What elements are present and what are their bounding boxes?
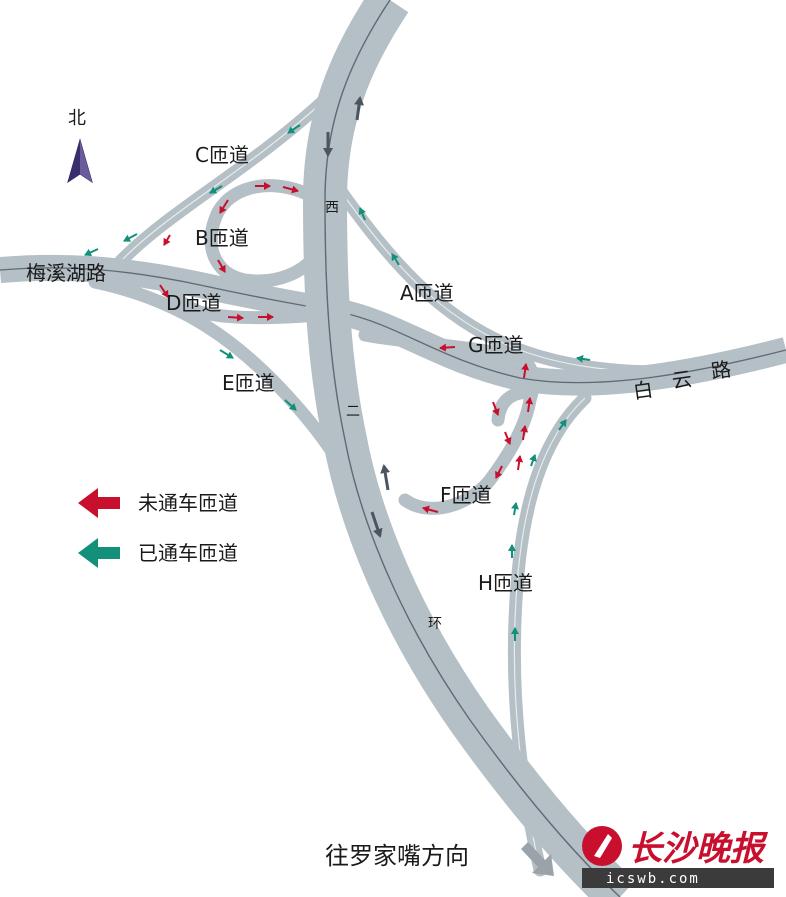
- legend-red-arrow-icon: [78, 488, 120, 518]
- green-arrow-c1: [287, 124, 301, 134]
- green-arrow-a3: [576, 354, 591, 363]
- ramp-g-label: G匝道: [468, 333, 524, 357]
- legend-open: 已通车匝道: [78, 538, 238, 568]
- brand-url: icswb.com: [606, 871, 700, 887]
- mainline-arrows: [323, 96, 391, 538]
- red-arrow-b4: [217, 259, 226, 273]
- second-ring-edge: [324, 0, 621, 897]
- legend: 未通车匝道 已通车匝道: [78, 488, 238, 568]
- ramp-b-label: B匝道: [195, 226, 249, 250]
- ramp-a-label: A匝道: [400, 281, 454, 305]
- ramp-c-label: C匝道: [195, 143, 249, 167]
- direction-label: 往罗家嘴方向: [325, 842, 469, 870]
- legend-closed-label: 未通车匝道: [138, 491, 238, 515]
- green-arrow-h2: [529, 454, 537, 467]
- green-arrow-a1: [358, 207, 366, 221]
- legend-open-label: 已通车匝道: [138, 541, 238, 565]
- arrow-north-2: [380, 464, 391, 491]
- baiyun-char-3: 路: [709, 357, 732, 384]
- brand-name: 长沙晚报: [628, 829, 769, 869]
- red-arrow-f5: [525, 397, 534, 413]
- green-arrow-a2: [391, 253, 400, 266]
- red-arrow-b2: [282, 185, 299, 194]
- legend-closed: 未通车匝道: [78, 488, 238, 518]
- red-arrow-g2: [521, 363, 530, 379]
- ramp-d-label: D匝道: [166, 291, 221, 315]
- green-arrow-c4: [84, 248, 99, 257]
- red-arrow-c1: [163, 234, 171, 246]
- second-ring-road: [302, 0, 636, 897]
- arrow-north-1: [354, 96, 365, 121]
- second-ring-char-3: 环: [428, 616, 442, 632]
- north-label: 北: [68, 108, 86, 129]
- ramp-f-label: F匝道: [440, 483, 492, 507]
- ramp-h-label: H匝道: [478, 571, 533, 595]
- green-arrow-h3: [511, 502, 519, 516]
- red-arrow-f6: [520, 425, 529, 441]
- direction-arrow-icon: [521, 842, 554, 876]
- red-arrow-f3: [495, 465, 503, 479]
- green-arrow-e2: [284, 399, 297, 411]
- red-arrow-f2: [504, 431, 512, 445]
- meixihu-road-centerline: [0, 267, 786, 384]
- second-ring-char-1: 西: [325, 200, 339, 216]
- brand-logo: 长沙晚报 icswb.com: [582, 826, 774, 888]
- red-arrow-f1: [492, 401, 500, 416]
- green-arrow-h1: [558, 419, 567, 431]
- red-arrow-d1: [159, 284, 169, 298]
- closed-ramp-arrows: [159, 182, 534, 514]
- second-ring-char-2: 二: [346, 404, 360, 420]
- baiyun-char-1: 白: [631, 377, 654, 404]
- brand-url-bar: [582, 868, 774, 888]
- red-arrow-f4: [422, 505, 439, 514]
- arrow-south-2: [370, 511, 383, 538]
- north-indicator: 北: [67, 108, 93, 184]
- red-arrow-g1: [439, 343, 456, 352]
- green-arrow-c2: [209, 185, 223, 194]
- second-ring-centerline: [324, 0, 621, 897]
- ramp-e-label: E匝道: [222, 371, 275, 395]
- red-arrow-b3: [219, 199, 229, 214]
- meixihu-road-label: 梅溪湖路: [26, 261, 106, 285]
- ramps-edges: [119, 94, 661, 871]
- legend-green-arrow-icon: [78, 538, 120, 568]
- green-arrow-e1: [219, 349, 234, 359]
- open-ramp-arrows: [84, 124, 591, 641]
- red-arrow-f7: [515, 455, 524, 471]
- red-arrow-d2: [227, 313, 244, 322]
- baiyun-road-label: 白 云 路: [631, 357, 732, 404]
- baiyun-char-2: 云: [670, 366, 693, 393]
- green-arrow-c3: [123, 233, 138, 242]
